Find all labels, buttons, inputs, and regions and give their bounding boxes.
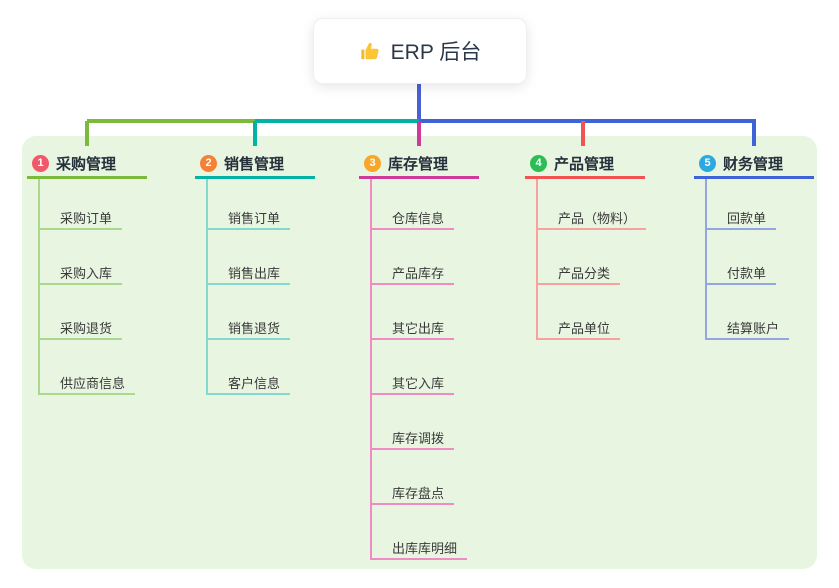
mindmap-item[interactable]: 仓库信息 (372, 179, 455, 230)
connector-bus-right (419, 119, 756, 123)
mindmap-item[interactable]: 供应商信息 (40, 340, 136, 395)
item-label: 付款单 (727, 266, 767, 281)
mindmap-item[interactable]: 其它入库 (372, 340, 455, 395)
connector-drop-branch-2 (253, 121, 257, 146)
root-title: ERP 后台 (390, 41, 482, 64)
mindmap-item[interactable]: 产品单位 (538, 285, 621, 340)
branch-items: 采购订单 采购入库 采购退货 供应商信息 (38, 179, 147, 395)
branch-node[interactable]: 2 销售管理 (195, 150, 315, 179)
mindmap-item[interactable]: 采购退货 (40, 285, 123, 340)
mindmap-item[interactable]: 采购订单 (40, 179, 123, 230)
mindmap-item[interactable]: 产品库存 (372, 230, 455, 285)
mindmap-item[interactable]: 产品分类 (538, 230, 621, 285)
mindmap-item[interactable]: 产品（物料） (538, 179, 647, 230)
branch-node[interactable]: 5 财务管理 (694, 150, 814, 179)
mindmap-item[interactable]: 付款单 (707, 230, 777, 285)
branch-label: 销售管理 (224, 155, 285, 173)
item-label: 其它入库 (392, 376, 445, 391)
connector-root-vertical (417, 82, 421, 123)
branch-label: 产品管理 (554, 155, 615, 173)
mindmap-item[interactable]: 销售出库 (208, 230, 291, 285)
branch-label: 财务管理 (723, 155, 784, 173)
branch-label: 库存管理 (388, 155, 449, 173)
branch-node[interactable]: 3 库存管理 (359, 150, 479, 179)
branch-label: 采购管理 (56, 155, 117, 173)
branch-badge: 1 (32, 154, 49, 172)
item-label: 采购订单 (60, 211, 113, 226)
branch-badge: 3 (364, 154, 381, 172)
connector-drop-branch-3 (417, 121, 421, 146)
item-label: 销售退货 (228, 321, 281, 336)
item-label: 仓库信息 (392, 211, 445, 226)
item-label: 回款单 (727, 211, 767, 226)
item-label: 产品库存 (392, 266, 445, 281)
item-label: 产品（物料） (558, 211, 637, 226)
root-node[interactable]: ERP 后台 (313, 18, 527, 84)
connector-drop-branch-4 (581, 121, 585, 146)
branch-badge: 5 (699, 154, 716, 172)
mindmap-item[interactable]: 销售退货 (208, 285, 291, 340)
mindmap-item[interactable]: 出库库明细 (372, 505, 468, 560)
mindmap-item[interactable]: 结算账户 (707, 285, 790, 340)
branch-badge: 4 (530, 154, 547, 172)
branch-items: 销售订单 销售出库 销售退货 客户信息 (206, 179, 315, 395)
connector-drop-branch-5 (752, 121, 756, 146)
panel-background (22, 136, 817, 569)
thumbs-up-icon (359, 40, 381, 62)
mindmap-item[interactable]: 销售订单 (208, 179, 291, 230)
item-label: 其它出库 (392, 321, 445, 336)
mindmap-item[interactable]: 回款单 (707, 179, 777, 230)
mindmap-item[interactable]: 客户信息 (208, 340, 291, 395)
connector-bus-left (87, 119, 255, 123)
connector-drop-branch-1 (85, 121, 89, 146)
branch-产品管理: 4 产品管理 产品（物料） 产品分类 产品单位 (525, 150, 647, 340)
mindmap-item[interactable]: 库存调拨 (372, 395, 455, 450)
branch-items: 回款单 付款单 结算账户 (705, 179, 814, 340)
item-label: 采购退货 (60, 321, 113, 336)
branch-items: 产品（物料） 产品分类 产品单位 (536, 179, 647, 340)
item-label: 客户信息 (228, 376, 281, 391)
mindmap-item[interactable]: 采购入库 (40, 230, 123, 285)
branch-库存管理: 3 库存管理 仓库信息 产品库存 其它出库 其它入库 库存调拨 库存盘点 出库库… (359, 150, 479, 560)
item-label: 结算账户 (727, 321, 780, 336)
branch-财务管理: 5 财务管理 回款单 付款单 结算账户 (694, 150, 814, 340)
item-label: 产品单位 (558, 321, 611, 336)
item-label: 出库库明细 (392, 541, 458, 556)
branch-销售管理: 2 销售管理 销售订单 销售出库 销售退货 客户信息 (195, 150, 315, 395)
branch-items: 仓库信息 产品库存 其它出库 其它入库 库存调拨 库存盘点 出库库明细 (370, 179, 479, 560)
item-label: 销售出库 (228, 266, 281, 281)
branch-badge: 2 (200, 154, 217, 172)
mindmap-item[interactable]: 库存盘点 (372, 450, 455, 505)
item-label: 采购入库 (60, 266, 113, 281)
branch-采购管理: 1 采购管理 采购订单 采购入库 采购退货 供应商信息 (27, 150, 147, 395)
item-label: 供应商信息 (60, 376, 126, 391)
connector-bus-middle (255, 119, 419, 123)
item-label: 产品分类 (558, 266, 611, 281)
branch-node[interactable]: 1 采购管理 (27, 150, 147, 179)
item-label: 库存盘点 (392, 486, 445, 501)
mindmap-item[interactable]: 其它出库 (372, 285, 455, 340)
item-label: 库存调拨 (392, 431, 445, 446)
branch-node[interactable]: 4 产品管理 (525, 150, 645, 179)
item-label: 销售订单 (228, 211, 281, 226)
